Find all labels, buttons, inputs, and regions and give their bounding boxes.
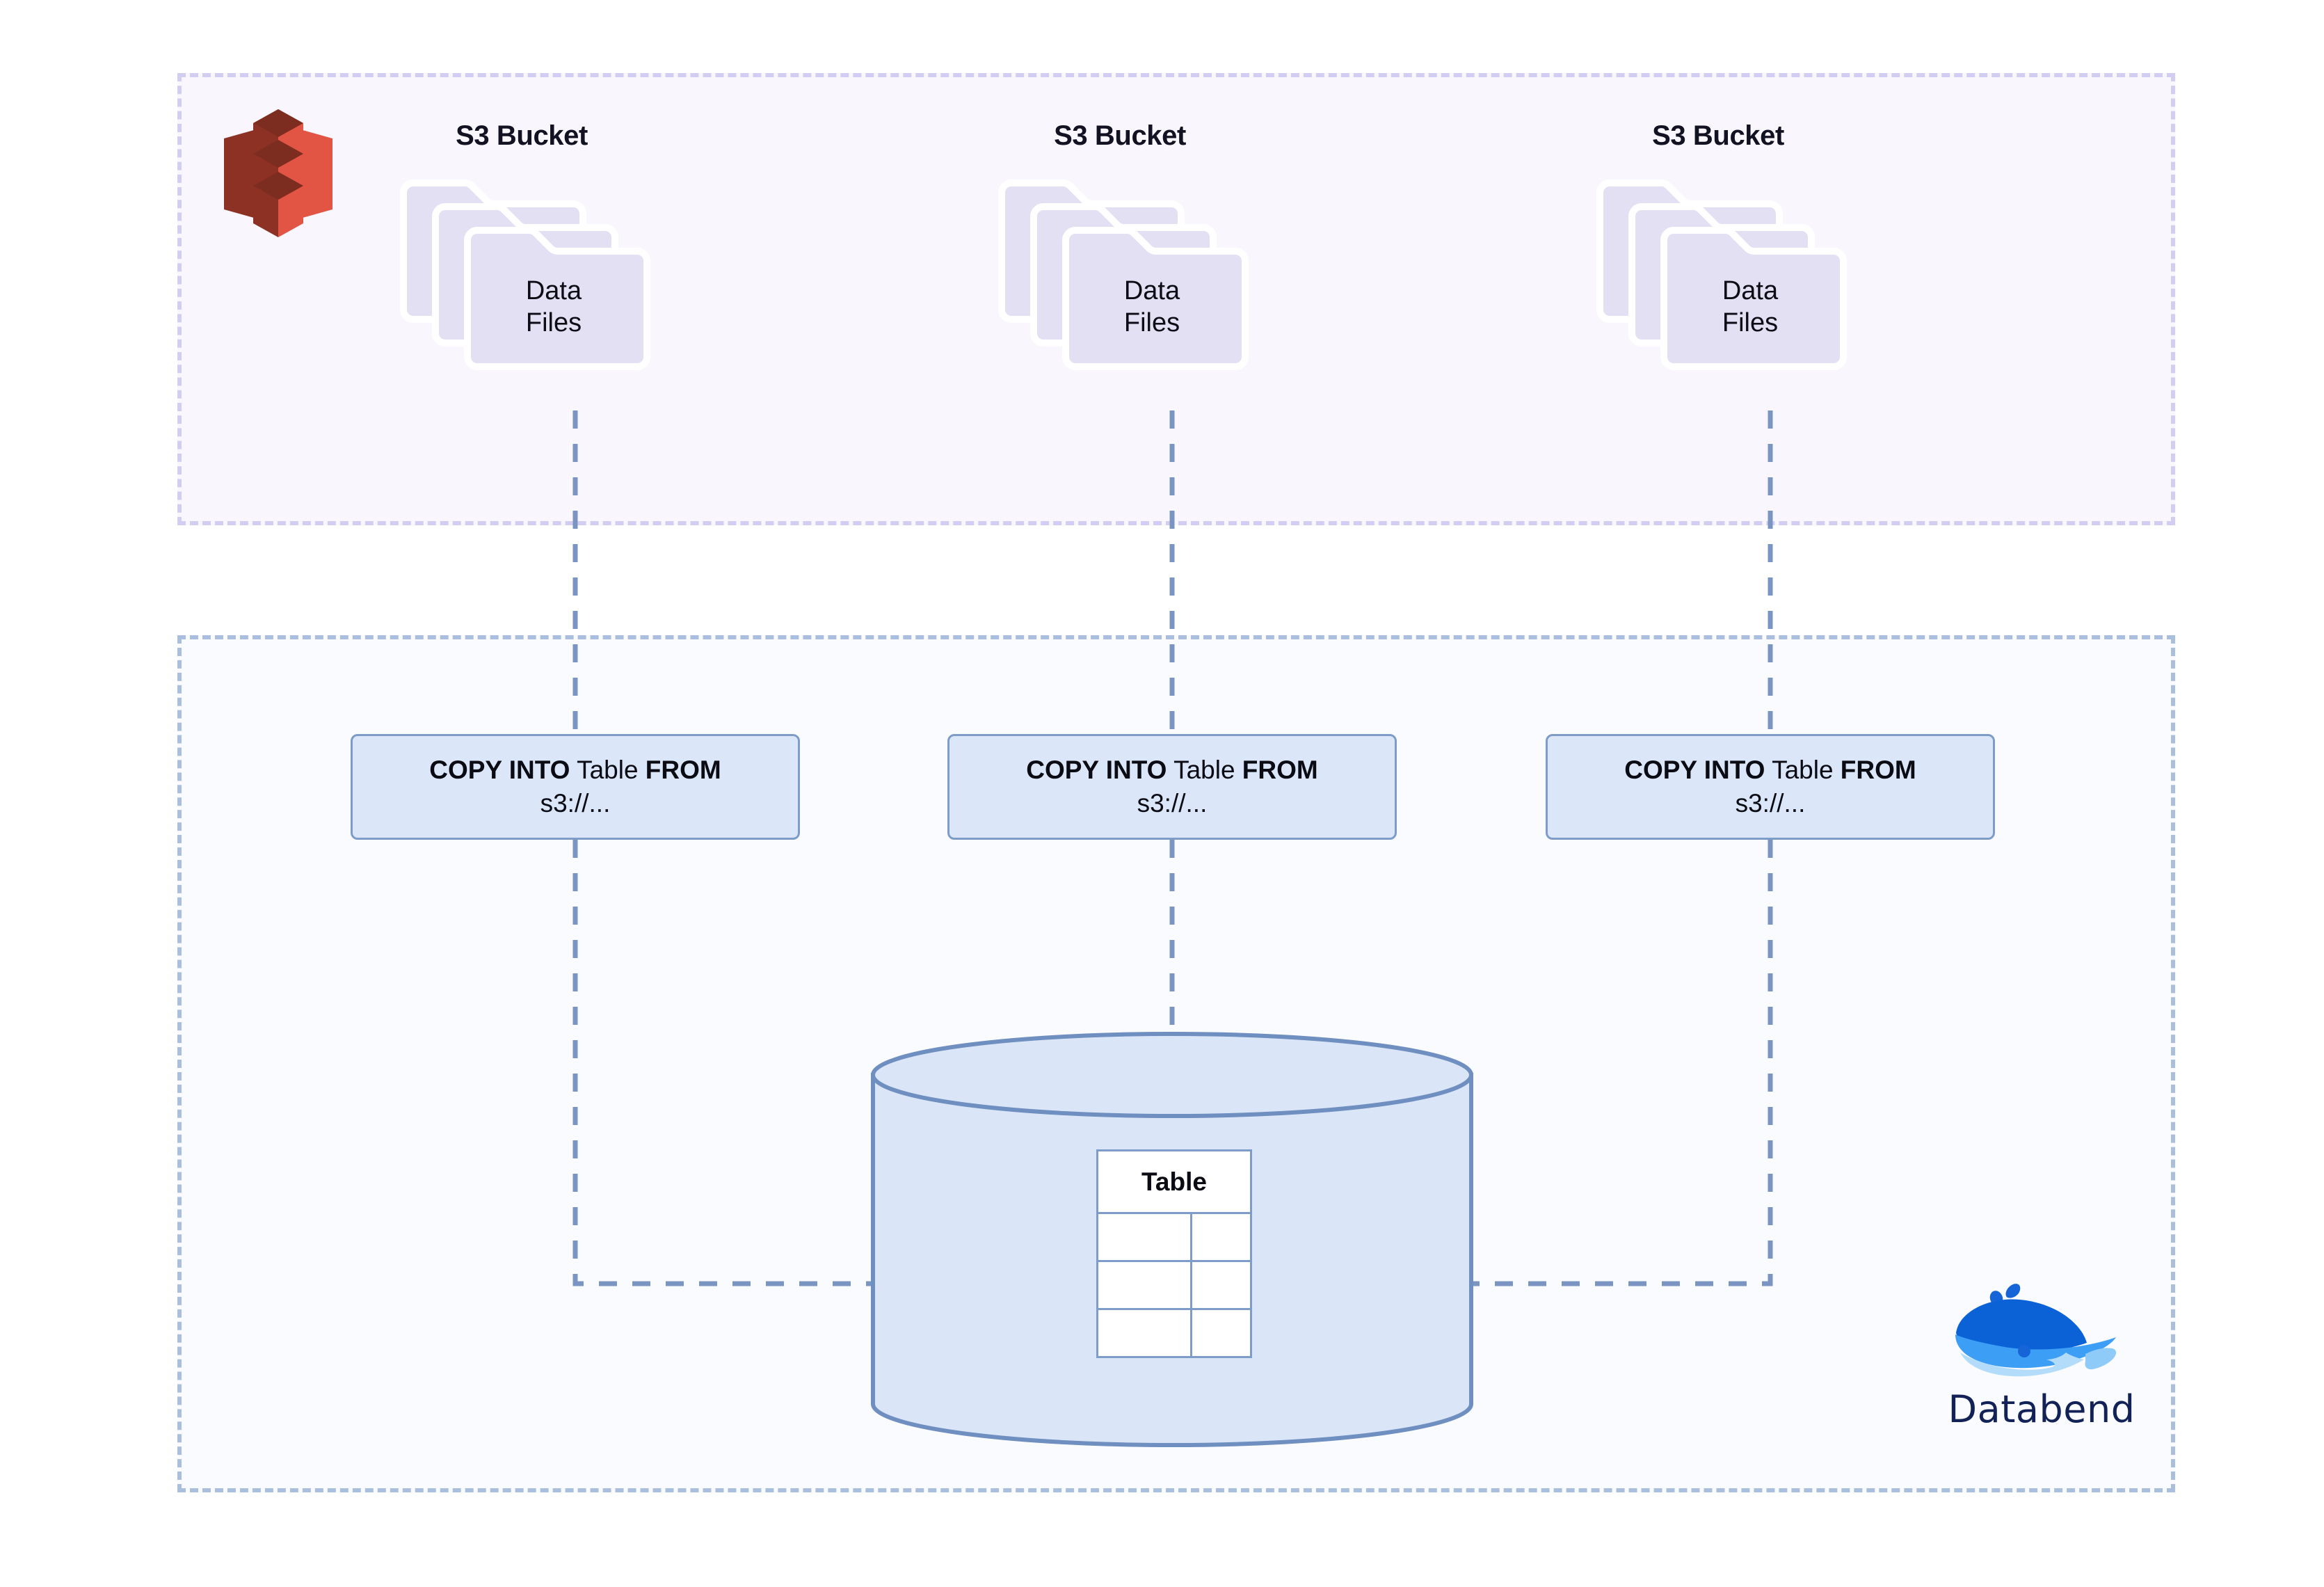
folder-label: Data Files bbox=[1059, 228, 1245, 367]
copy-into-statement-1[interactable]: COPY INTO Table FROM s3://... bbox=[351, 734, 800, 840]
statement-uri: s3://... bbox=[1735, 789, 1806, 818]
s3-bucket-1: S3 Bucket Data Files bbox=[376, 122, 668, 410]
table-cell bbox=[1098, 1214, 1193, 1260]
table-cell bbox=[1098, 1262, 1193, 1308]
folder-label-line2: Files bbox=[1722, 308, 1779, 337]
table-cell bbox=[1192, 1262, 1250, 1308]
folder-label-line2: Files bbox=[1123, 308, 1180, 337]
folder-stack: Data Files bbox=[396, 180, 650, 410]
table-cell bbox=[1192, 1310, 1250, 1358]
folder-icon bbox=[460, 227, 650, 370]
whale-icon bbox=[1955, 1284, 2117, 1377]
statement-text: COPY INTO Table FROM s3://... bbox=[1026, 753, 1317, 820]
statement-uri: s3://... bbox=[1137, 789, 1208, 818]
folder-stack: Data Files bbox=[1593, 180, 1847, 410]
statement-text: COPY INTO Table FROM s3://... bbox=[429, 753, 721, 820]
folder-icon bbox=[1059, 227, 1249, 370]
statement-keyword-from: FROM bbox=[1242, 755, 1318, 784]
statement-keyword-copy-into: COPY INTO bbox=[429, 755, 570, 784]
folder-stack: Data Files bbox=[995, 180, 1249, 410]
table-grid: Table bbox=[1096, 1149, 1252, 1358]
bucket-label: S3 Bucket bbox=[1652, 120, 1784, 151]
folder-label-line2: Files bbox=[525, 308, 582, 337]
folder-label: Data Files bbox=[1657, 228, 1843, 367]
statement-keyword-copy-into: COPY INTO bbox=[1624, 755, 1765, 784]
table-cell bbox=[1192, 1214, 1250, 1260]
statement-object: Table bbox=[577, 755, 639, 784]
statement-keyword-from: FROM bbox=[1840, 755, 1916, 784]
table-cell bbox=[1098, 1310, 1193, 1358]
statement-uri: s3://... bbox=[540, 789, 611, 818]
table-row bbox=[1098, 1214, 1250, 1262]
bucket-label: S3 Bucket bbox=[1054, 120, 1186, 151]
s3-bucket-2: S3 Bucket Data Files bbox=[974, 122, 1266, 410]
folder-icon bbox=[1657, 227, 1847, 370]
folder-label: Data Files bbox=[460, 228, 647, 367]
copy-into-statement-3[interactable]: COPY INTO Table FROM s3://... bbox=[1546, 734, 1995, 840]
folder-label-line1: Data bbox=[1123, 276, 1180, 305]
statement-object: Table bbox=[1173, 755, 1235, 784]
table-row bbox=[1098, 1262, 1250, 1310]
statement-text: COPY INTO Table FROM s3://... bbox=[1624, 753, 1916, 820]
copy-into-statement-2[interactable]: COPY INTO Table FROM s3://... bbox=[947, 734, 1397, 840]
statement-object: Table bbox=[1772, 755, 1834, 784]
table-row bbox=[1098, 1310, 1250, 1358]
folder-label-line1: Data bbox=[1722, 276, 1779, 305]
s3-bucket-3: S3 Bucket Data Files bbox=[1572, 122, 1864, 410]
bucket-label: S3 Bucket bbox=[456, 120, 588, 151]
statement-keyword-from: FROM bbox=[645, 755, 721, 784]
aws-s3-icon bbox=[216, 108, 341, 240]
statement-keyword-copy-into: COPY INTO bbox=[1026, 755, 1167, 784]
brand-name: Databend bbox=[1948, 1387, 2135, 1431]
table-header: Table bbox=[1098, 1151, 1250, 1214]
folder-label-line1: Data bbox=[525, 276, 582, 305]
databend-brand: Databend bbox=[1927, 1279, 2156, 1453]
